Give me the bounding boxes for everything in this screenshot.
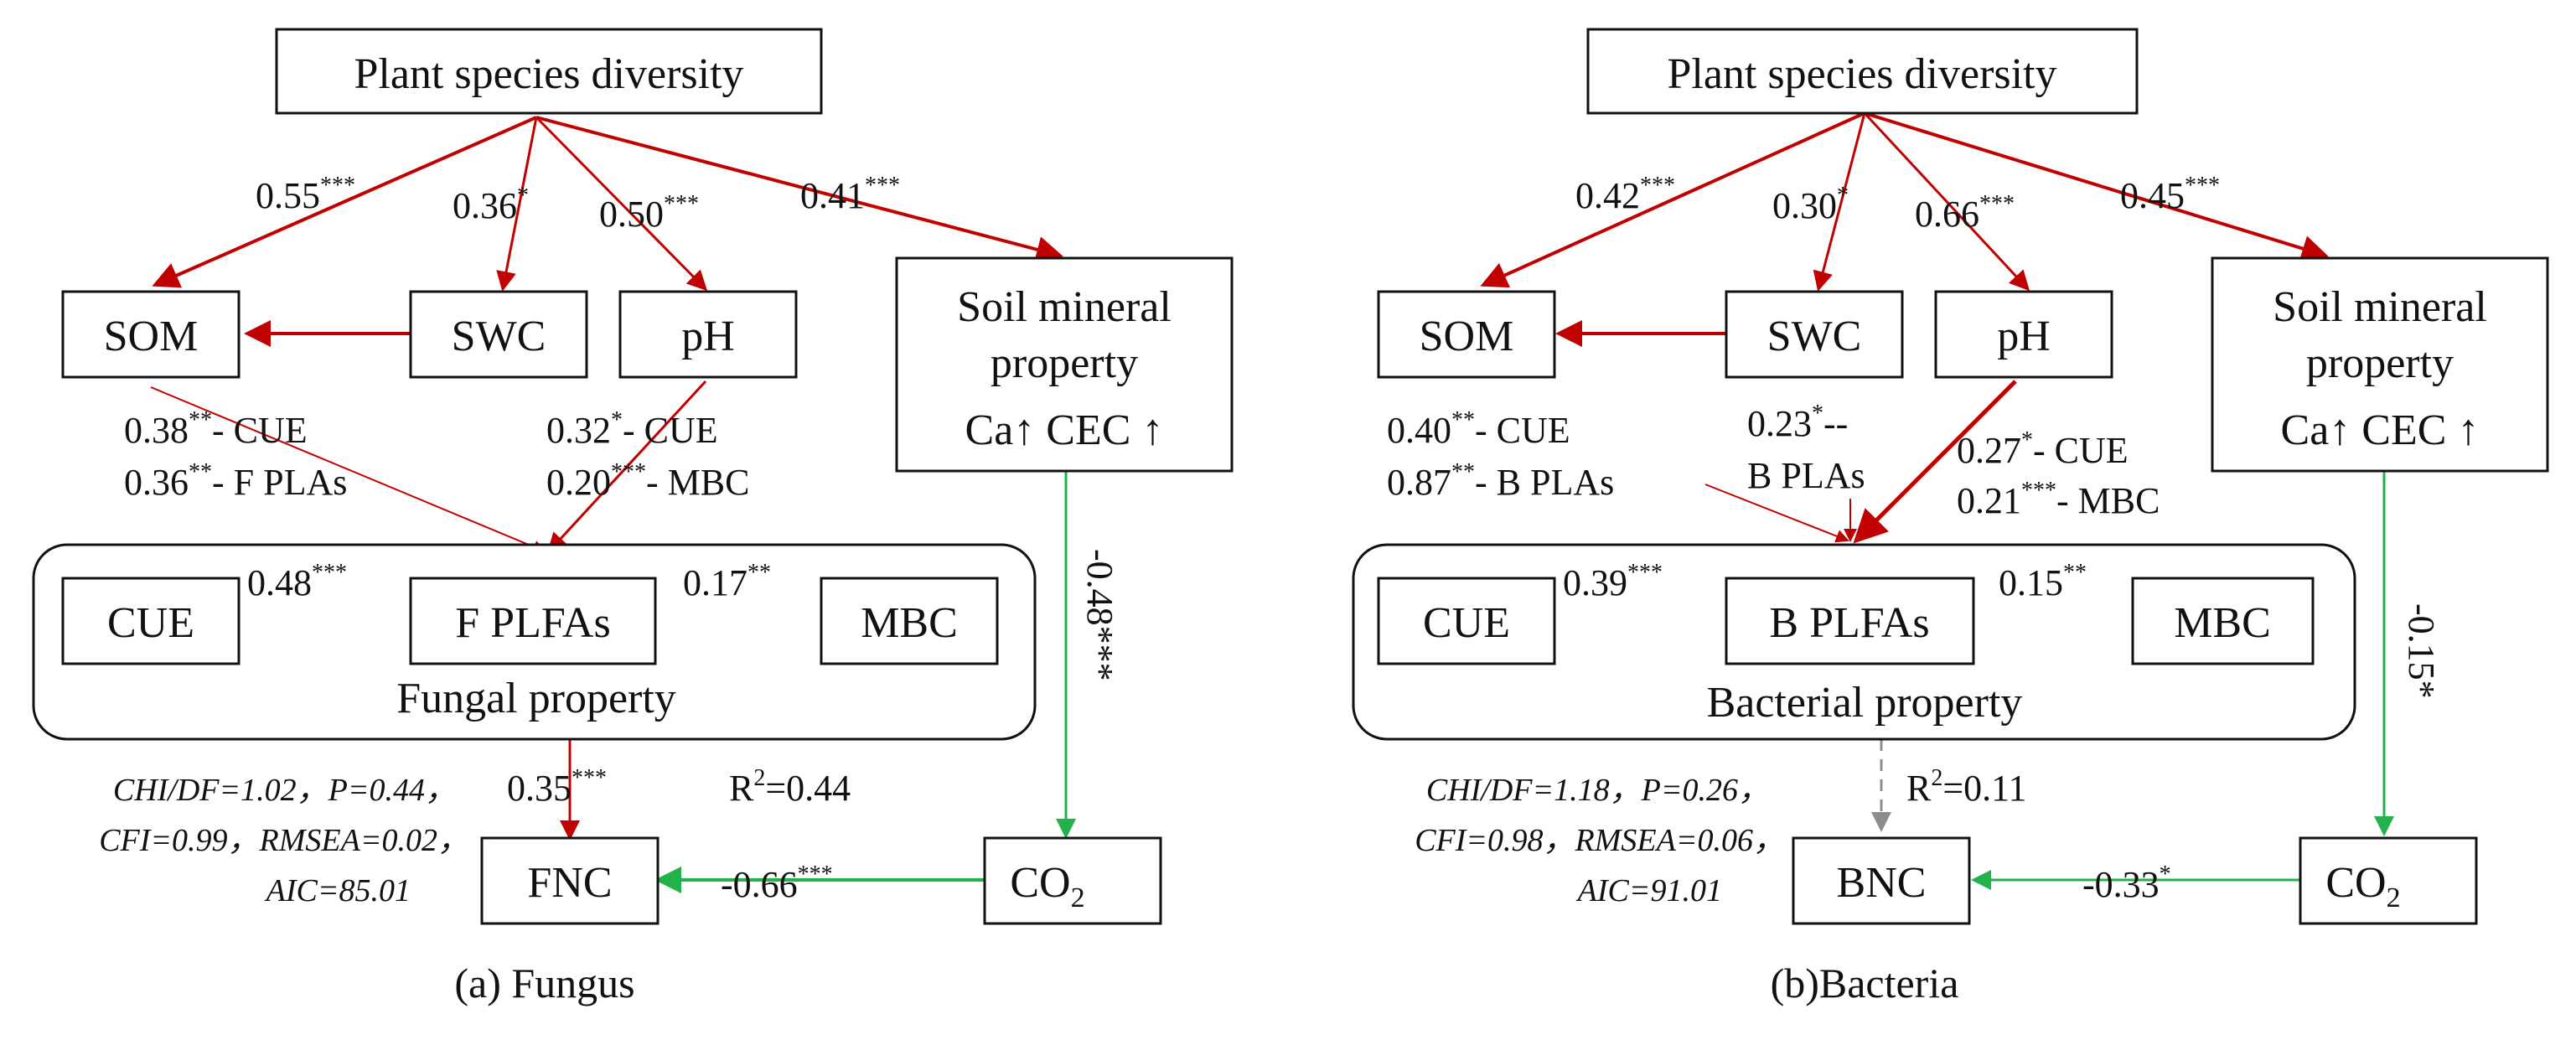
box-b-mbc-label: MBC <box>2174 599 2271 647</box>
path-a-som-group <box>150 386 546 553</box>
box-b-som <box>1377 290 1556 379</box>
box-a-co2 <box>983 836 1162 925</box>
box-a-plant-diversity-label: Plant species diversity <box>354 50 743 98</box>
box-a-co2-label: CO2 <box>1010 859 1084 913</box>
box-a-mineral-line3: Ca↑ CEC ↑ <box>965 406 1164 454</box>
box-b-swc <box>1725 290 1904 379</box>
coef-a-psd-mineral: 0.41*** <box>800 173 900 216</box>
box-a-group-label: Fungal property <box>396 675 676 722</box>
path-a-ph-group <box>546 380 707 554</box>
coef-a-som-plfa: 0.36**- F PLAs <box>124 459 347 503</box>
r2-b: R2=0.11 <box>1906 765 2027 809</box>
coef-a-som-cue: 0.38**- CUE <box>124 407 308 451</box>
coef-b-psd-ph: 0.66*** <box>1915 191 2015 235</box>
coef-a-psd-ph: 0.50*** <box>599 191 699 235</box>
coef-b-mbc-plfa: 0.15** <box>1999 560 2087 603</box>
box-a-ph <box>618 290 798 379</box>
fit-a-line3: AIC=85.01 <box>264 873 411 908</box>
box-b-bnc-label: BNC <box>1837 859 1927 907</box>
box-b-co2 <box>2299 836 2478 925</box>
coef-b-co2-bnc: -0.33* <box>2082 861 2171 905</box>
box-b-bnc <box>1792 836 1971 925</box>
coef-b-som-cue: 0.40**- CUE <box>1387 407 1570 451</box>
fit-a-line2: CFI=0.99，RMSEA=0.02， <box>99 823 469 858</box>
coef-b-ph-cue: 0.27*- CUE <box>1957 427 2129 471</box>
coef-a-psd-swc: 0.36* <box>453 183 529 226</box>
fit-b-line3: AIC=91.01 <box>1575 873 1722 908</box>
coef-b-mineral-co2: -0.15* <box>2401 603 2442 699</box>
path-a-psd-som <box>152 116 537 288</box>
box-a-mbc-label: MBC <box>861 599 958 647</box>
box-b-ph <box>1934 290 2113 379</box>
panel-a: Plant species diversity SOM SWC pH Soil … <box>32 28 1234 1006</box>
box-b-co2-label: CO2 <box>2325 859 2400 913</box>
box-a-fnc-label: FNC <box>527 859 612 907</box>
coef-a-ph-mbc: 0.20***- MBC <box>546 459 749 503</box>
path-b-psd-swc <box>1813 112 1866 292</box>
box-a-swc <box>409 290 588 379</box>
box-a-ph-label: pH <box>681 313 735 360</box>
coef-a-cue-plfa: 0.48*** <box>247 560 347 603</box>
box-a-mineral-line1: Soil mineral <box>957 283 1172 331</box>
panel-b: Plant species diversity SOM SWC pH Soil … <box>1352 28 2549 1006</box>
coef-a-ph-cue: 0.32*- CUE <box>546 407 718 451</box>
box-b-plant-diversity <box>1586 28 2139 115</box>
panel-a-paths <box>150 116 1076 893</box>
coef-a-group-fnc: 0.35*** <box>507 765 607 809</box>
path-a-psd-ph <box>535 116 708 292</box>
box-a-mineral-line2: property <box>991 339 1138 387</box>
box-a-plfa <box>409 577 657 665</box>
box-b-swc-label: SWC <box>1767 313 1862 360</box>
path-a-psd-swc <box>496 116 538 292</box>
path-b-ph-group <box>1853 380 2017 544</box>
box-b-mineral-line2: property <box>2306 339 2454 387</box>
box-b-plfa <box>1725 577 1975 665</box>
box-a-fnc <box>480 836 660 925</box>
coef-a-mineral-co2: -0.48*** <box>1079 549 1120 681</box>
fit-b-line2: CFI=0.98，RMSEA=0.06， <box>1415 823 1785 858</box>
fit-a-line1: CHI/DF=1.02，P=0.44， <box>113 773 457 808</box>
box-b-mineral <box>2211 256 2549 473</box>
box-a-plfa-label: F PLFAs <box>455 599 610 647</box>
coef-b-psd-swc: 0.30* <box>1772 183 1849 226</box>
box-b-som-label: SOM <box>1420 313 1514 360</box>
coef-b-psd-mineral: 0.45*** <box>2120 173 2220 216</box>
path-b-psd-ph <box>1863 111 2030 292</box>
coef-b-psd-som: 0.42*** <box>1575 173 1675 216</box>
box-b-mineral-line1: Soil mineral <box>2273 283 2487 331</box>
path-b-som-group <box>1704 484 1849 543</box>
box-a-plant-diversity <box>275 28 823 115</box>
coef-b-som-plfa: 0.87**- B PLAs <box>1387 459 1614 503</box>
box-a-som-label: SOM <box>104 313 199 360</box>
coef-b-ph-mbc: 0.21***- MBC <box>1957 478 2160 521</box>
box-a-som <box>61 290 241 379</box>
coef-a-mbc-plfa: 0.17** <box>683 560 771 603</box>
caption-b: (b)Bacteria <box>1771 960 1959 1006</box>
caption-a: (a) Fungus <box>454 960 634 1006</box>
box-b-mineral-line3: Ca↑ CEC ↑ <box>2281 406 2480 454</box>
path-b-psd-som <box>1480 111 1865 288</box>
box-b-ph-label: pH <box>1997 313 2051 360</box>
box-b-cue <box>1377 577 1556 665</box>
box-a-mbc <box>820 577 999 665</box>
box-a-swc-label: SWC <box>452 313 546 360</box>
path-a-psd-mineral <box>535 116 1063 263</box>
path-b-psd-mineral <box>1864 111 2329 262</box>
box-b-group-label: Bacterial property <box>1707 679 2023 727</box>
fit-b-line1: CHI/DF=1.18，P=0.26， <box>1426 773 1770 808</box>
box-b-cue-label: CUE <box>1423 599 1510 647</box>
box-b-plfa-label: B PLFAs <box>1769 599 1929 647</box>
coef-a-co2-fnc: -0.66*** <box>721 861 833 905</box>
coef-b-cue-plfa: 0.39*** <box>1563 560 1663 603</box>
box-b-mbc <box>2131 577 2315 665</box>
coef-a-psd-som: 0.55*** <box>256 173 355 216</box>
box-a-mineral <box>895 256 1234 473</box>
box-a-cue-label: CUE <box>107 599 194 647</box>
box-a-cue <box>61 577 241 665</box>
box-b-plant-diversity-label: Plant species diversity <box>1667 50 2056 98</box>
coef-b-swc-plfa: 0.23*-- <box>1747 401 1848 444</box>
coef-b-swc-plfa-2: B PLAs <box>1747 455 1865 496</box>
r2-a: R2=0.44 <box>729 765 851 809</box>
